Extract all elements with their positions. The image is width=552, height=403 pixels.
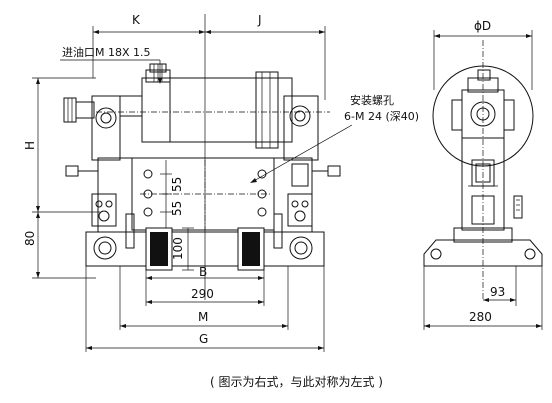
dim-93: 93 [490, 285, 505, 299]
orientation-caption: ( 图示为右式，与此对称为左式 ) [210, 374, 383, 389]
mount-holes-spec: 6-M 24 (深40) [344, 110, 419, 123]
dim-80: 80 [23, 231, 37, 246]
dim-phiD: ϕD [474, 19, 491, 33]
dim-100: 100 [171, 237, 185, 260]
dim-B: B [199, 265, 207, 279]
dim-G: G [199, 332, 208, 346]
dim-K: K [132, 13, 141, 27]
oil-inlet-label: 进油口M 18X 1.5 [62, 45, 151, 59]
dim-55-lower: 55 [170, 201, 184, 216]
side-view: ϕD 93 2 [423, 19, 543, 330]
front-view: K J 进油口M 18X 1.5 H 80 [23, 13, 419, 352]
dim-H: H [23, 141, 37, 150]
dim-280: 280 [469, 310, 492, 324]
dim-M: M [198, 310, 208, 324]
dim-290: 290 [191, 287, 214, 301]
mount-holes-title: 安装螺孔 [350, 93, 394, 107]
dim-55-upper: 55 [170, 177, 184, 192]
dim-J: J [257, 13, 262, 27]
